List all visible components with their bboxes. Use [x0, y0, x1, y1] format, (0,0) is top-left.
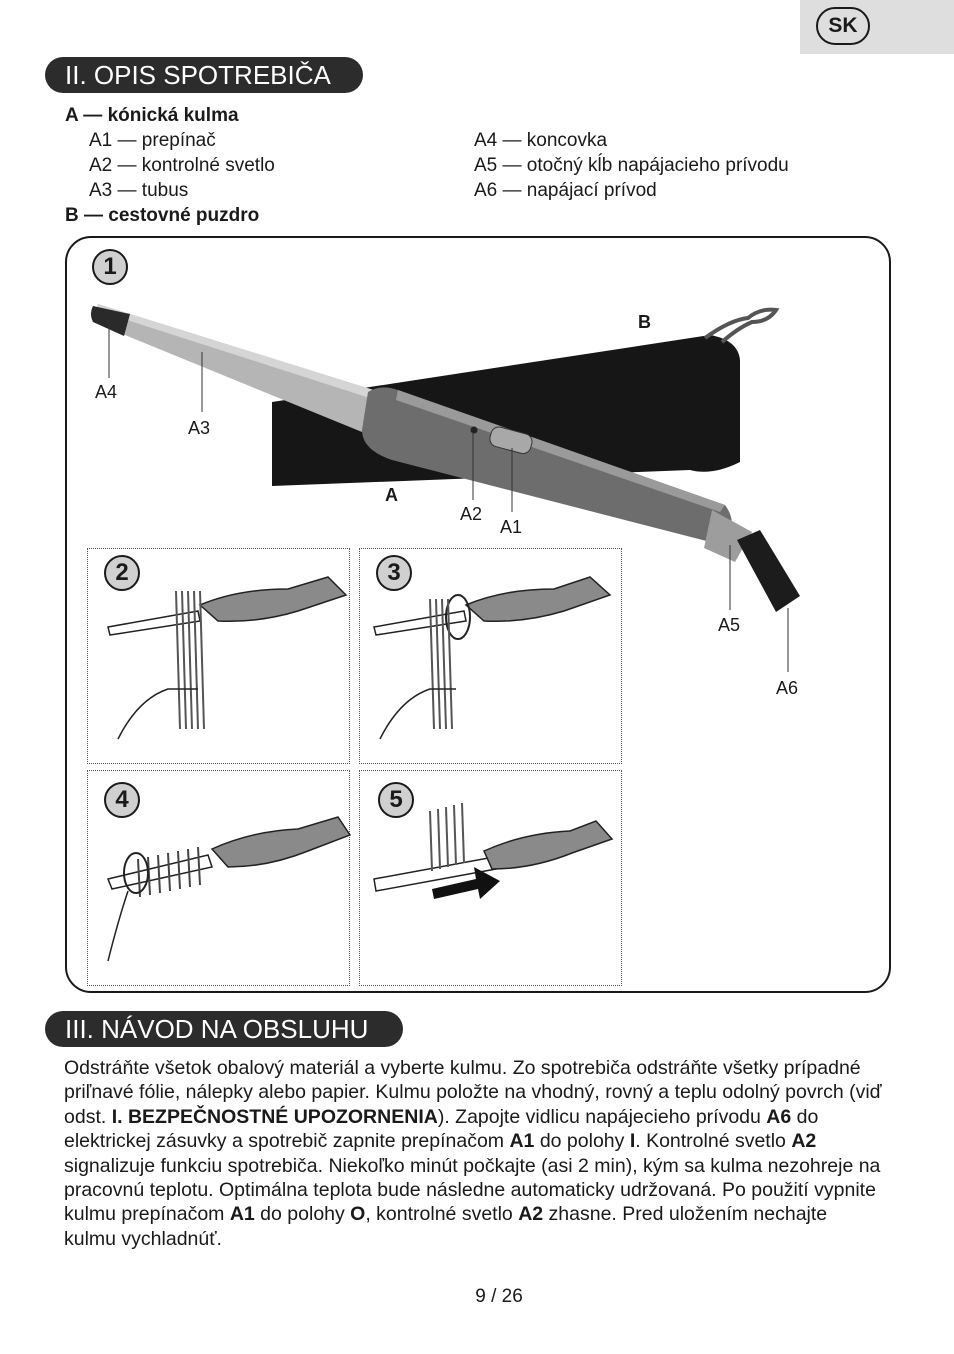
part-a6: A6 — napájací prívod	[474, 180, 657, 201]
part-a5: A5 — otočný kĺb napájacieho prívodu	[474, 155, 789, 176]
usage-step-panel-5	[359, 770, 622, 986]
slide-arrow	[432, 867, 500, 899]
step-badge-5: 5	[378, 782, 414, 818]
text-run-bold: O	[350, 1203, 366, 1226]
part-a2: A2 — kontrolné svetlo	[89, 155, 275, 176]
step-badge-3: 3	[376, 555, 412, 591]
text-run-bold: A2	[518, 1203, 544, 1226]
usage-step-panel-3	[359, 548, 622, 764]
power-switch	[489, 426, 533, 455]
iron-tip	[91, 306, 130, 336]
step-4-illustration	[106, 816, 352, 962]
language-badge: SK	[816, 7, 870, 45]
callout-a: A	[385, 485, 398, 505]
text-run: zhasne. Pred uložením nechajte kulmu vyc…	[64, 1203, 828, 1250]
language-tab: SK	[800, 0, 954, 54]
part-a-title: A — kónická kulma	[65, 105, 239, 126]
callout-a3: A3	[188, 418, 211, 438]
part-a3: A3 — tubus	[89, 180, 189, 201]
iron-barrel	[93, 304, 380, 432]
indicator-light	[470, 426, 478, 434]
callout-a6: A6	[776, 678, 799, 698]
step-5-illustration	[373, 802, 614, 899]
text-run: Odstráňte všetok obalový materiál a vybe…	[64, 1057, 882, 1128]
text-run: do elektrickej zásuvky a spotrebič zapni…	[64, 1105, 819, 1153]
text-run: do polohy	[254, 1203, 351, 1226]
callout-a1: A1	[500, 517, 523, 537]
text-run-bold: I. BEZPEČNOSTNÉ UPOZORNENIA	[111, 1105, 438, 1128]
page-number: 9 / 26	[475, 1286, 523, 1307]
text-run: do polohy	[534, 1130, 630, 1153]
step-3-illustration	[373, 576, 612, 740]
callout-a2: A2	[460, 504, 483, 524]
text-run: . Kontrolné svetlo	[635, 1130, 792, 1153]
text-run: signalizuje funkciu spotrebiča. Niekoľko…	[64, 1154, 881, 1226]
text-run: , kontrolné svetlo	[365, 1203, 519, 1226]
curling-iron-illustration	[91, 304, 800, 672]
part-a1: A1 — prepínač	[89, 130, 216, 151]
usage-steps-grid	[87, 548, 622, 986]
instructions-paragraph: Odstráňte všetok obalový materiál a vybe…	[64, 1056, 884, 1251]
usage-step-panel-2	[87, 548, 350, 764]
parts-list-left: A — kónická kulma A1 — prepínač A2 — kon…	[65, 103, 275, 228]
step-badge-2: 2	[104, 555, 140, 591]
section-title-instructions: III. NÁVOD NA OBSLUHU	[45, 1011, 403, 1047]
text-run-bold: A1	[509, 1130, 535, 1153]
section-title-description: II. OPIS SPOTREBIČA	[45, 57, 363, 93]
swivel-joint	[704, 510, 752, 562]
step-badge-1: 1	[92, 249, 128, 285]
callout-a4: A4	[95, 382, 118, 402]
callout-b: B	[638, 312, 651, 332]
pouch-drawstring	[703, 307, 780, 344]
text-run-bold: A6	[766, 1105, 792, 1128]
iron-handle	[362, 387, 732, 545]
figure-box	[65, 236, 891, 993]
part-a4: A4 — koncovka	[474, 130, 608, 151]
text-run: ). Zapojte vidlicu napájecieho prívodu	[437, 1105, 767, 1128]
text-run-bold: I	[629, 1130, 636, 1153]
part-b-title: B — cestovné puzdro	[65, 205, 260, 226]
text-run-bold: A2	[791, 1130, 817, 1153]
step-2-illustration	[107, 576, 348, 740]
usage-step-panel-4	[87, 770, 352, 986]
power-cord-sleeve	[737, 530, 800, 612]
callout-a5: A5	[718, 615, 741, 635]
parts-list-right: A4 — koncovka A5 — otočný kĺb napájacieh…	[474, 128, 789, 203]
step-badge-4: 4	[104, 782, 140, 818]
text-run-bold: A1	[229, 1203, 255, 1226]
